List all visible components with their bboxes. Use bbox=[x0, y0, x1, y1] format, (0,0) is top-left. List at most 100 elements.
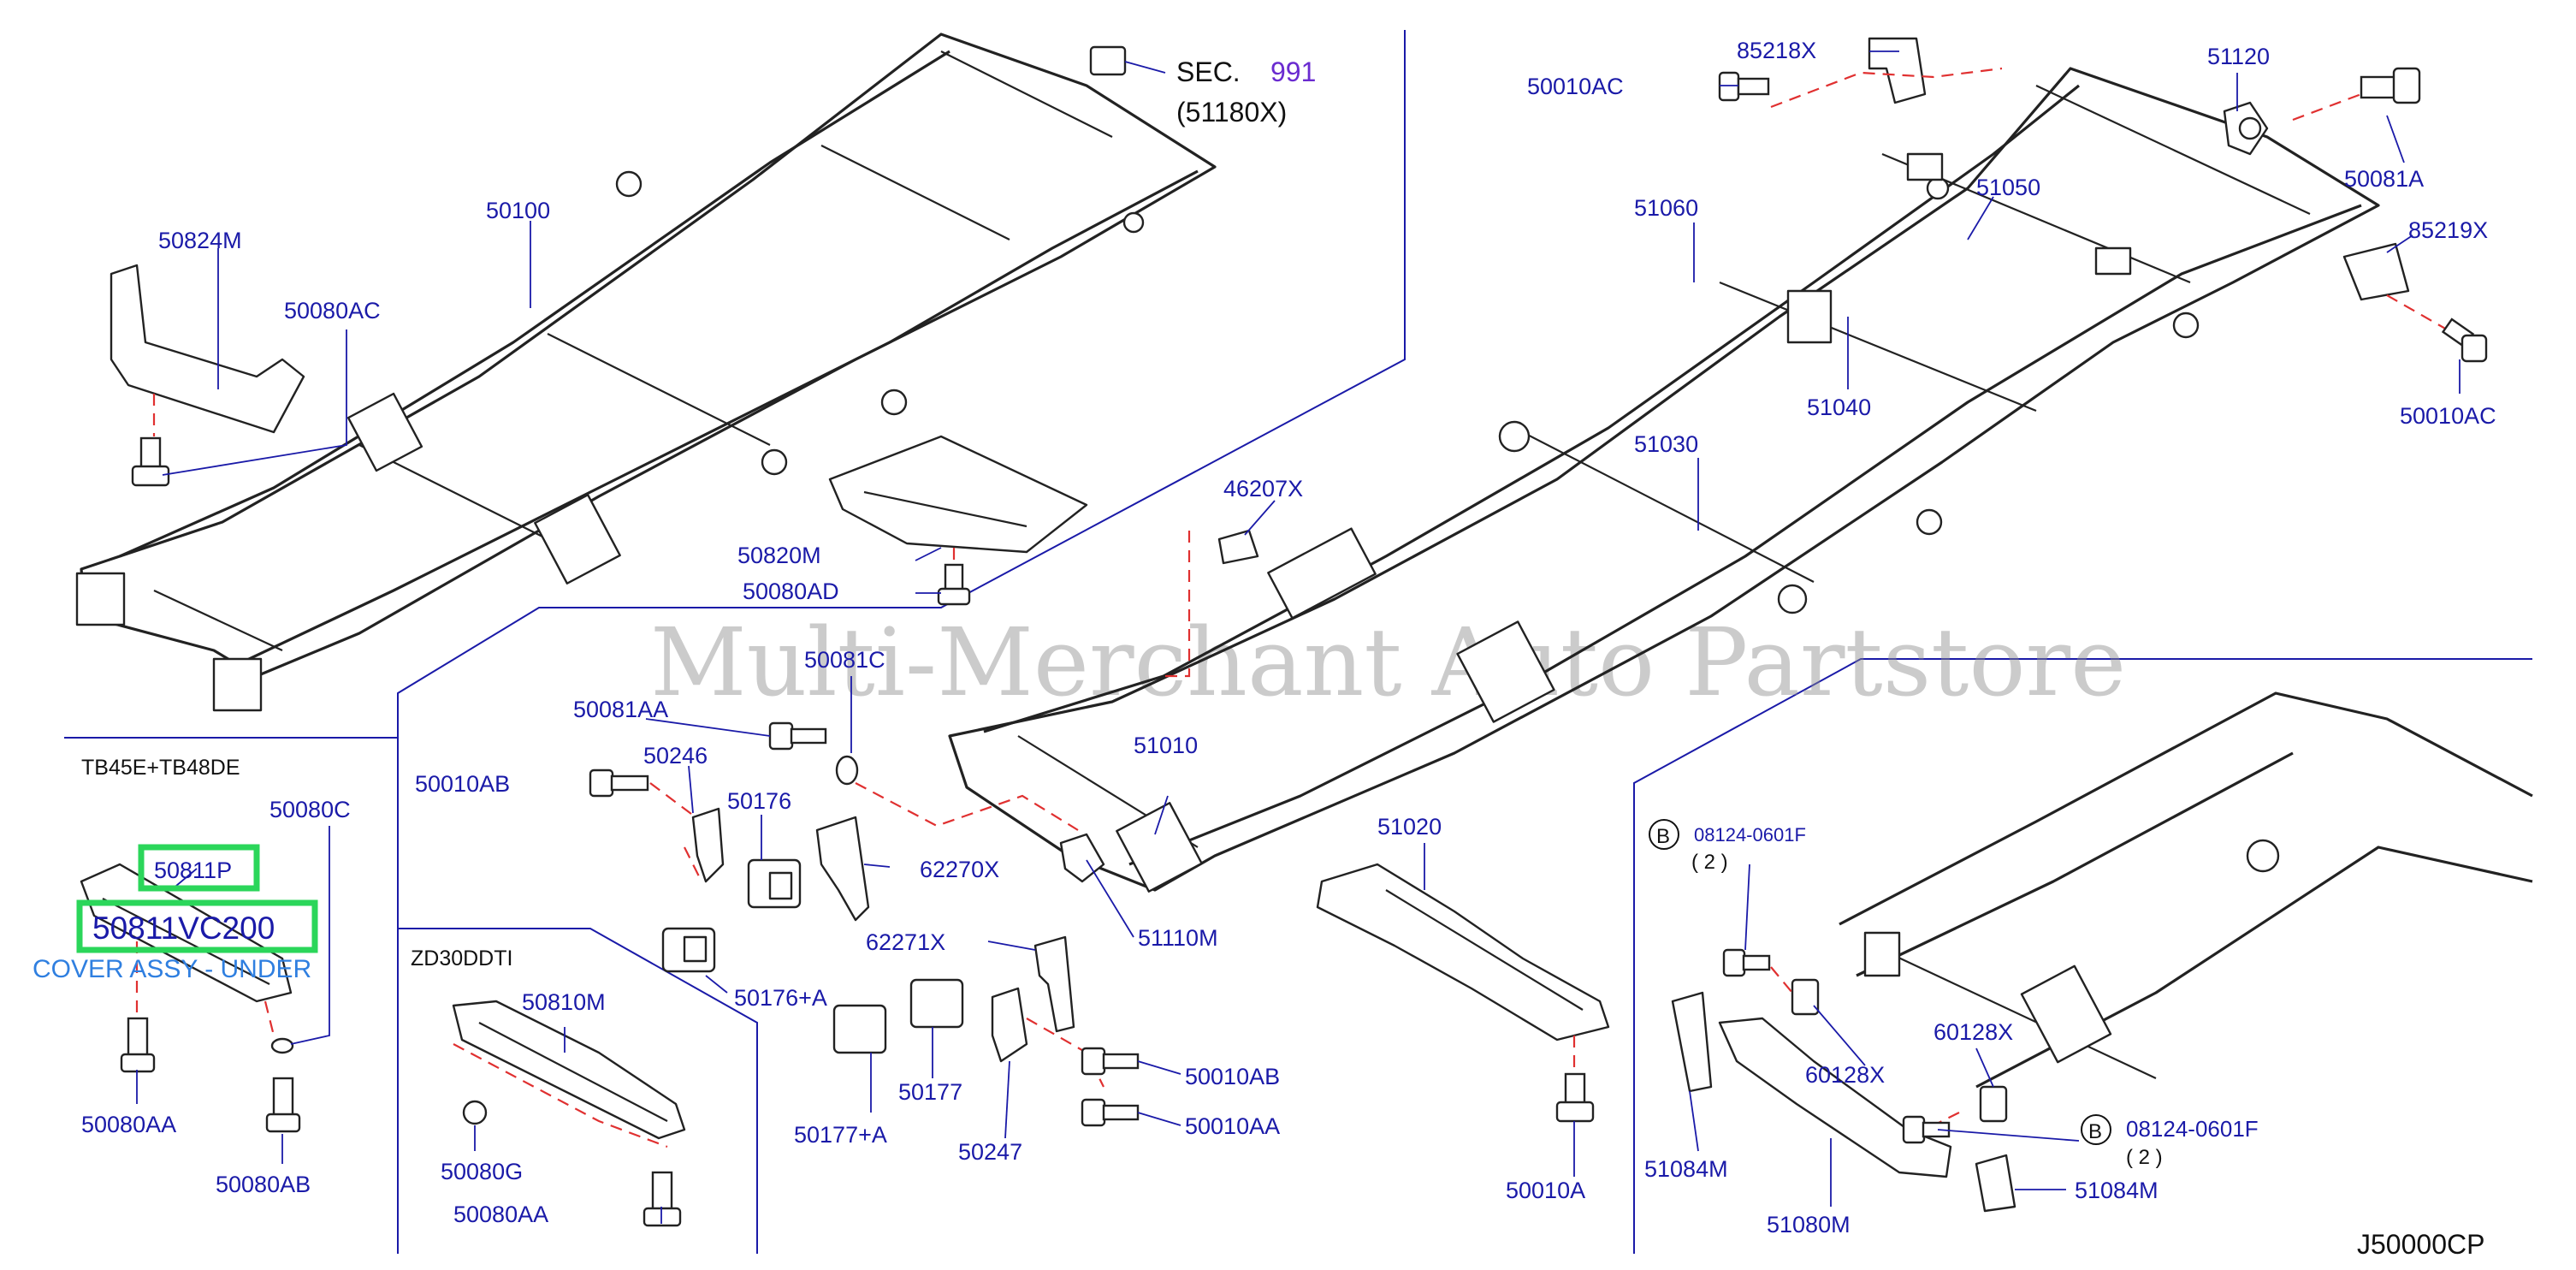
part-50176-mount bbox=[747, 858, 802, 909]
highlight-box-50811VC200 bbox=[76, 899, 318, 953]
label-51084M-left[interactable]: 51084M bbox=[1644, 1156, 1728, 1182]
label-62271X[interactable]: 62271X bbox=[866, 929, 945, 955]
label-51020[interactable]: 51020 bbox=[1377, 814, 1442, 840]
section-dividers bbox=[64, 30, 2532, 1254]
label-62270X[interactable]: 62270X bbox=[920, 857, 999, 882]
label-51050[interactable]: 51050 bbox=[1976, 175, 2040, 200]
label-50080AD[interactable]: 50080AD bbox=[743, 579, 839, 604]
label-50010AC-top[interactable]: 50010AC bbox=[1527, 74, 1624, 99]
label-50080G[interactable]: 50080G bbox=[441, 1159, 523, 1184]
section-ref-number[interactable]: 991 bbox=[1270, 56, 1316, 87]
part-60128X-rubber-right bbox=[1933, 1085, 2008, 1126]
engine-label-tb: TB45E+TB48DE bbox=[81, 756, 240, 780]
label-50080AC[interactable]: 50080AC bbox=[284, 298, 381, 323]
label-46207X[interactable]: 46207X bbox=[1223, 476, 1303, 501]
watermark: Multi-Merchant Auto Partstore bbox=[650, 608, 2126, 717]
under-cover-detail bbox=[80, 863, 301, 1133]
crossmember-detail-lower-right bbox=[1839, 691, 2533, 1089]
part-51110M-hook bbox=[1059, 833, 1105, 883]
label-50010AA[interactable]: 50010AA bbox=[1185, 1113, 1280, 1139]
label-51084M-right[interactable]: 51084M bbox=[2075, 1178, 2159, 1203]
section-ref-plate bbox=[1089, 45, 1166, 76]
part-50010AB-bolt-left bbox=[589, 769, 702, 822]
label-50080AA-left[interactable]: 50080AA bbox=[81, 1112, 176, 1137]
label-85218X[interactable]: 85218X bbox=[1737, 38, 1816, 63]
part-51120-hook bbox=[2223, 92, 2362, 156]
section-reference: SEC. 991 (51180X) bbox=[1176, 56, 1316, 128]
part-50010AC-bolt-right bbox=[2441, 318, 2488, 363]
part-50824M-shape bbox=[110, 264, 305, 436]
label-51040[interactable]: 51040 bbox=[1807, 395, 1871, 420]
label-51080M[interactable]: 51080M bbox=[1767, 1212, 1851, 1237]
part-50010AB-bolt-right bbox=[1081, 1047, 1140, 1076]
part-50246-clip bbox=[684, 807, 725, 883]
bolt-ref-part-2[interactable]: 08124-0601F bbox=[2126, 1116, 2259, 1142]
label-50080AB[interactable]: 50080AB bbox=[216, 1172, 311, 1197]
label-51120[interactable]: 51120 bbox=[2207, 44, 2270, 69]
label-50080C[interactable]: 50080C bbox=[269, 797, 351, 822]
label-50081A[interactable]: 50081A bbox=[2344, 166, 2424, 192]
label-51030[interactable]: 51030 bbox=[1634, 431, 1698, 457]
highlight-part-number[interactable]: 50811VC200 bbox=[92, 911, 275, 946]
part-51084M-bracket-left bbox=[1671, 991, 1713, 1093]
label-50010AC-right[interactable]: 50010AC bbox=[2400, 403, 2496, 429]
section-ref-prefix: SEC. bbox=[1176, 56, 1241, 87]
label-50820M[interactable]: 50820M bbox=[737, 543, 821, 568]
highlight-part-description[interactable]: COVER ASSY - UNDER bbox=[33, 955, 311, 983]
part-51084M-bracket-right bbox=[1975, 1154, 2016, 1213]
part-50010A-bolt bbox=[1555, 1072, 1595, 1123]
part-labels: 50824M 50100 50080AC 50820M 50080AD 5001… bbox=[81, 38, 2496, 1237]
part-08124-bolt-right bbox=[1902, 1115, 1951, 1144]
label-50177A[interactable]: 50177+A bbox=[794, 1122, 887, 1148]
bolt-ref-qty-1: ( 2 ) bbox=[1691, 851, 1728, 874]
part-50820M-shape bbox=[828, 435, 1088, 565]
part-62270X-bracket bbox=[815, 816, 870, 922]
part-50080AC-bolt bbox=[131, 436, 170, 487]
part-08124-bolt-left bbox=[1722, 948, 1771, 977]
bolt-ref-1: B 08124-0601F ( 2 ) bbox=[1649, 819, 1806, 874]
label-50824M[interactable]: 50824M bbox=[158, 228, 242, 253]
bolt-ref-circle-2 bbox=[2081, 1114, 2111, 1145]
part-50081A-bolt bbox=[2360, 67, 2421, 104]
label-50177[interactable]: 50177 bbox=[898, 1079, 962, 1105]
label-60128X-right[interactable]: 60128X bbox=[1933, 1019, 2013, 1045]
label-51010[interactable]: 51010 bbox=[1134, 733, 1198, 758]
label-50010A[interactable]: 50010A bbox=[1506, 1178, 1585, 1203]
label-50080AA-zd[interactable]: 50080AA bbox=[453, 1202, 548, 1227]
part-50080AD-bolt bbox=[937, 563, 971, 606]
label-51110M[interactable]: 51110M bbox=[1138, 925, 1218, 951]
label-50811P[interactable]: 50811P bbox=[154, 858, 232, 883]
part-50176A-mount bbox=[661, 927, 716, 973]
diagram-code: J50000CP bbox=[2357, 1229, 2484, 1260]
label-50810M[interactable]: 50810M bbox=[522, 989, 606, 1015]
label-85219X[interactable]: 85219X bbox=[2408, 217, 2488, 243]
part-50081AA-bolt bbox=[768, 721, 827, 751]
part-50081C-washer bbox=[835, 755, 1079, 831]
part-50010AA-bolt bbox=[1081, 1098, 1140, 1127]
bolt-ref-letter-1: B bbox=[1656, 825, 1670, 848]
label-50247[interactable]: 50247 bbox=[958, 1139, 1022, 1165]
label-50176A[interactable]: 50176+A bbox=[734, 985, 827, 1011]
bolt-ref-part-1[interactable]: 08124-0601F bbox=[1694, 824, 1806, 846]
part-51080M-crossmember bbox=[1718, 1017, 1952, 1178]
part-50177-mount bbox=[909, 978, 964, 1029]
label-50176[interactable]: 50176 bbox=[727, 788, 791, 814]
part-85218X-bracket bbox=[1770, 37, 2003, 109]
label-50010AB-right[interactable]: 50010AB bbox=[1185, 1064, 1280, 1089]
part-62271X-bracket bbox=[1033, 935, 1075, 1033]
bolt-ref-letter-2: B bbox=[2088, 1120, 2102, 1143]
part-60128X-rubber-left bbox=[1770, 966, 1820, 1016]
frame-assembly-center bbox=[948, 67, 2380, 893]
zd30-cover-detail bbox=[452, 1000, 686, 1227]
label-50100[interactable]: 50100 bbox=[486, 198, 550, 223]
part-50010AC-bolt-top bbox=[1718, 71, 1770, 102]
label-51060[interactable]: 51060 bbox=[1634, 195, 1698, 221]
part-51020-crossmember bbox=[1316, 863, 1610, 1070]
label-50081AA[interactable]: 50081AA bbox=[573, 697, 668, 722]
label-50081C[interactable]: 50081C bbox=[804, 647, 885, 673]
part-85219X-bracket bbox=[2342, 242, 2448, 330]
label-50010AB-left[interactable]: 50010AB bbox=[415, 771, 510, 797]
label-50246[interactable]: 50246 bbox=[643, 743, 708, 769]
label-60128X-left[interactable]: 60128X bbox=[1805, 1062, 1885, 1088]
